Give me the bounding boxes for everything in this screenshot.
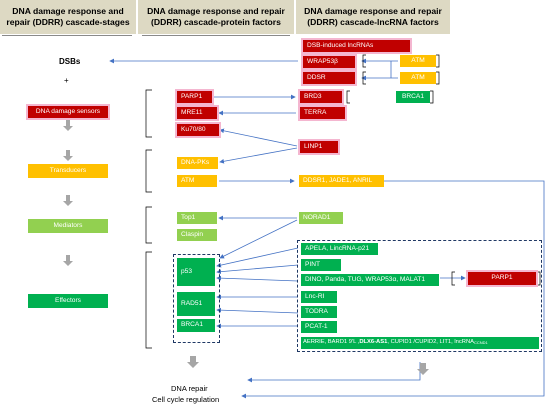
stage-effectors: Effectors [28, 294, 108, 308]
header-stages-underline [2, 35, 132, 36]
lnc-aerrie-sub: CCND1 [474, 340, 488, 345]
outcome-dna-repair: DNA repair [171, 384, 208, 393]
lnc-dlx6-as1: DLX6-AS1 [359, 339, 388, 346]
lnc-atm-1: ATM [400, 55, 436, 67]
effector-lncrna-group [297, 240, 542, 352]
lnc-pint: PINT [301, 259, 341, 271]
protein-brca1: BRCA1 [177, 319, 215, 332]
header-proteins: DNA damage response and repair (DDRR) ca… [138, 0, 294, 34]
header-proteins-underline [142, 35, 290, 36]
dsbs-label: DSBs [59, 57, 81, 66]
protein-rad51: RAD51 [177, 292, 215, 316]
stage-mediators: Mediators [28, 219, 108, 233]
lnc-terra: TERRA [300, 107, 345, 119]
lnc-pcat1: PCAT-1 [301, 321, 337, 333]
header-stages: DNA damage response and repair (DDRR) ca… [0, 0, 136, 34]
lnc-aerrie-group: AERRIE, BARD1 9'L , DLX6-AS1, CUPID1 /CU… [301, 337, 539, 349]
protein-ku70-80: Ku70/80 [177, 124, 219, 136]
lnc-atm-2: ATM [400, 72, 436, 84]
lnc-apela: APELA, LincRNA-p21 [301, 243, 378, 255]
lnc-dino-group: DINO, Panda, TUG, WRAP53α, MALAT1 [301, 274, 439, 286]
lnc-todra: TODRA [301, 306, 337, 318]
lnc-parp1: PARP1 [468, 272, 536, 285]
protein-mre11: MRE11 [177, 107, 217, 119]
lnc-dsb-induced: DSB-induced lncRNAs [303, 40, 410, 52]
lnc-brca1: BRCA1 [396, 91, 430, 103]
lnc-aerrie-pre: AERRIE, BARD1 9'L , [303, 339, 360, 346]
protein-claspin: Claspin [177, 229, 217, 241]
lnc-ddsr: DDSR [303, 72, 355, 84]
lnc-linp1: LINP1 [300, 141, 338, 153]
protein-top1: Top1 [177, 212, 217, 224]
protein-dna-pks: DNA-PKs [177, 157, 218, 169]
outcome-cell-cycle: Cell cycle regulation [152, 395, 220, 404]
lnc-norad1: NORAD1 [299, 212, 343, 224]
header-lncrnas: DNA damage response and repair (DDRR) ca… [296, 0, 450, 34]
plus-sign: + [64, 76, 69, 85]
lnc-lnc-ri: Lnc-RI [301, 291, 337, 303]
stage-transducers: Transducers [28, 164, 108, 178]
lnc-brd3: BRD3 [300, 91, 342, 103]
effector-proteins-group [173, 254, 220, 343]
lnc-ddsr1-group: DDSR1, JADE1, ANRIL [299, 175, 384, 187]
lnc-wrap53b: WRAP53β [303, 56, 355, 68]
lnc-aerrie-post: , CUPID1 /CUPID2, LIT1, lncRNA [387, 339, 474, 346]
protein-p53: p53 [177, 258, 215, 286]
protein-parp1: PARP1 [177, 91, 212, 103]
stage-sensors: DNA damage sensors [28, 106, 108, 118]
protein-atm: ATM [177, 175, 217, 187]
